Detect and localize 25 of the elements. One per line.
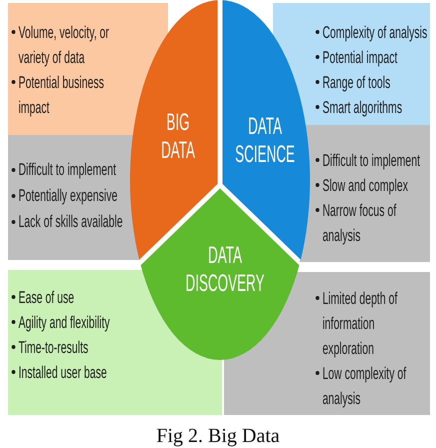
bullet-point: Ease of use [11, 284, 74, 310]
bullet-point: Difficult to implement [11, 157, 116, 183]
bullet-point: Limited depth of information exploration [315, 286, 419, 360]
info-panel [8, 3, 168, 135]
bullet-point: Smart algorithms [315, 94, 402, 120]
info-panel [298, 125, 430, 262]
bullet-point: Range of tools [315, 70, 390, 94]
bullet-point: Potential business impact [11, 70, 128, 120]
sector-label: DATA DISCOVERY [184, 242, 266, 298]
info-panel [8, 135, 142, 260]
bullet-point: Potentially expensive [11, 183, 118, 209]
bullet-point: Low complexity of analysis [315, 360, 419, 410]
bullet-point: Complexity of analysis [315, 20, 428, 44]
bullet-point: Agility and flexibility [11, 310, 110, 334]
bullet-point: Difficult to implement [315, 148, 420, 172]
bullet-point: Time-to-results [11, 334, 88, 360]
bullet-point: Narrow focus of analysis [315, 198, 430, 248]
sector-label: DATA SCIENCE [234, 113, 296, 169]
bullet-point: Volume, velocity, or variety of data [11, 20, 128, 70]
sector-label: BIG DATA [160, 109, 196, 165]
caption: Fig 2. Big Data [155, 425, 281, 447]
bullet-point: Potential impact [315, 44, 398, 70]
bullet-point: Lack of skills available [11, 209, 123, 235]
bullet-point: Installed user base [11, 360, 107, 384]
bullet-point: Slow and complex [315, 172, 408, 198]
